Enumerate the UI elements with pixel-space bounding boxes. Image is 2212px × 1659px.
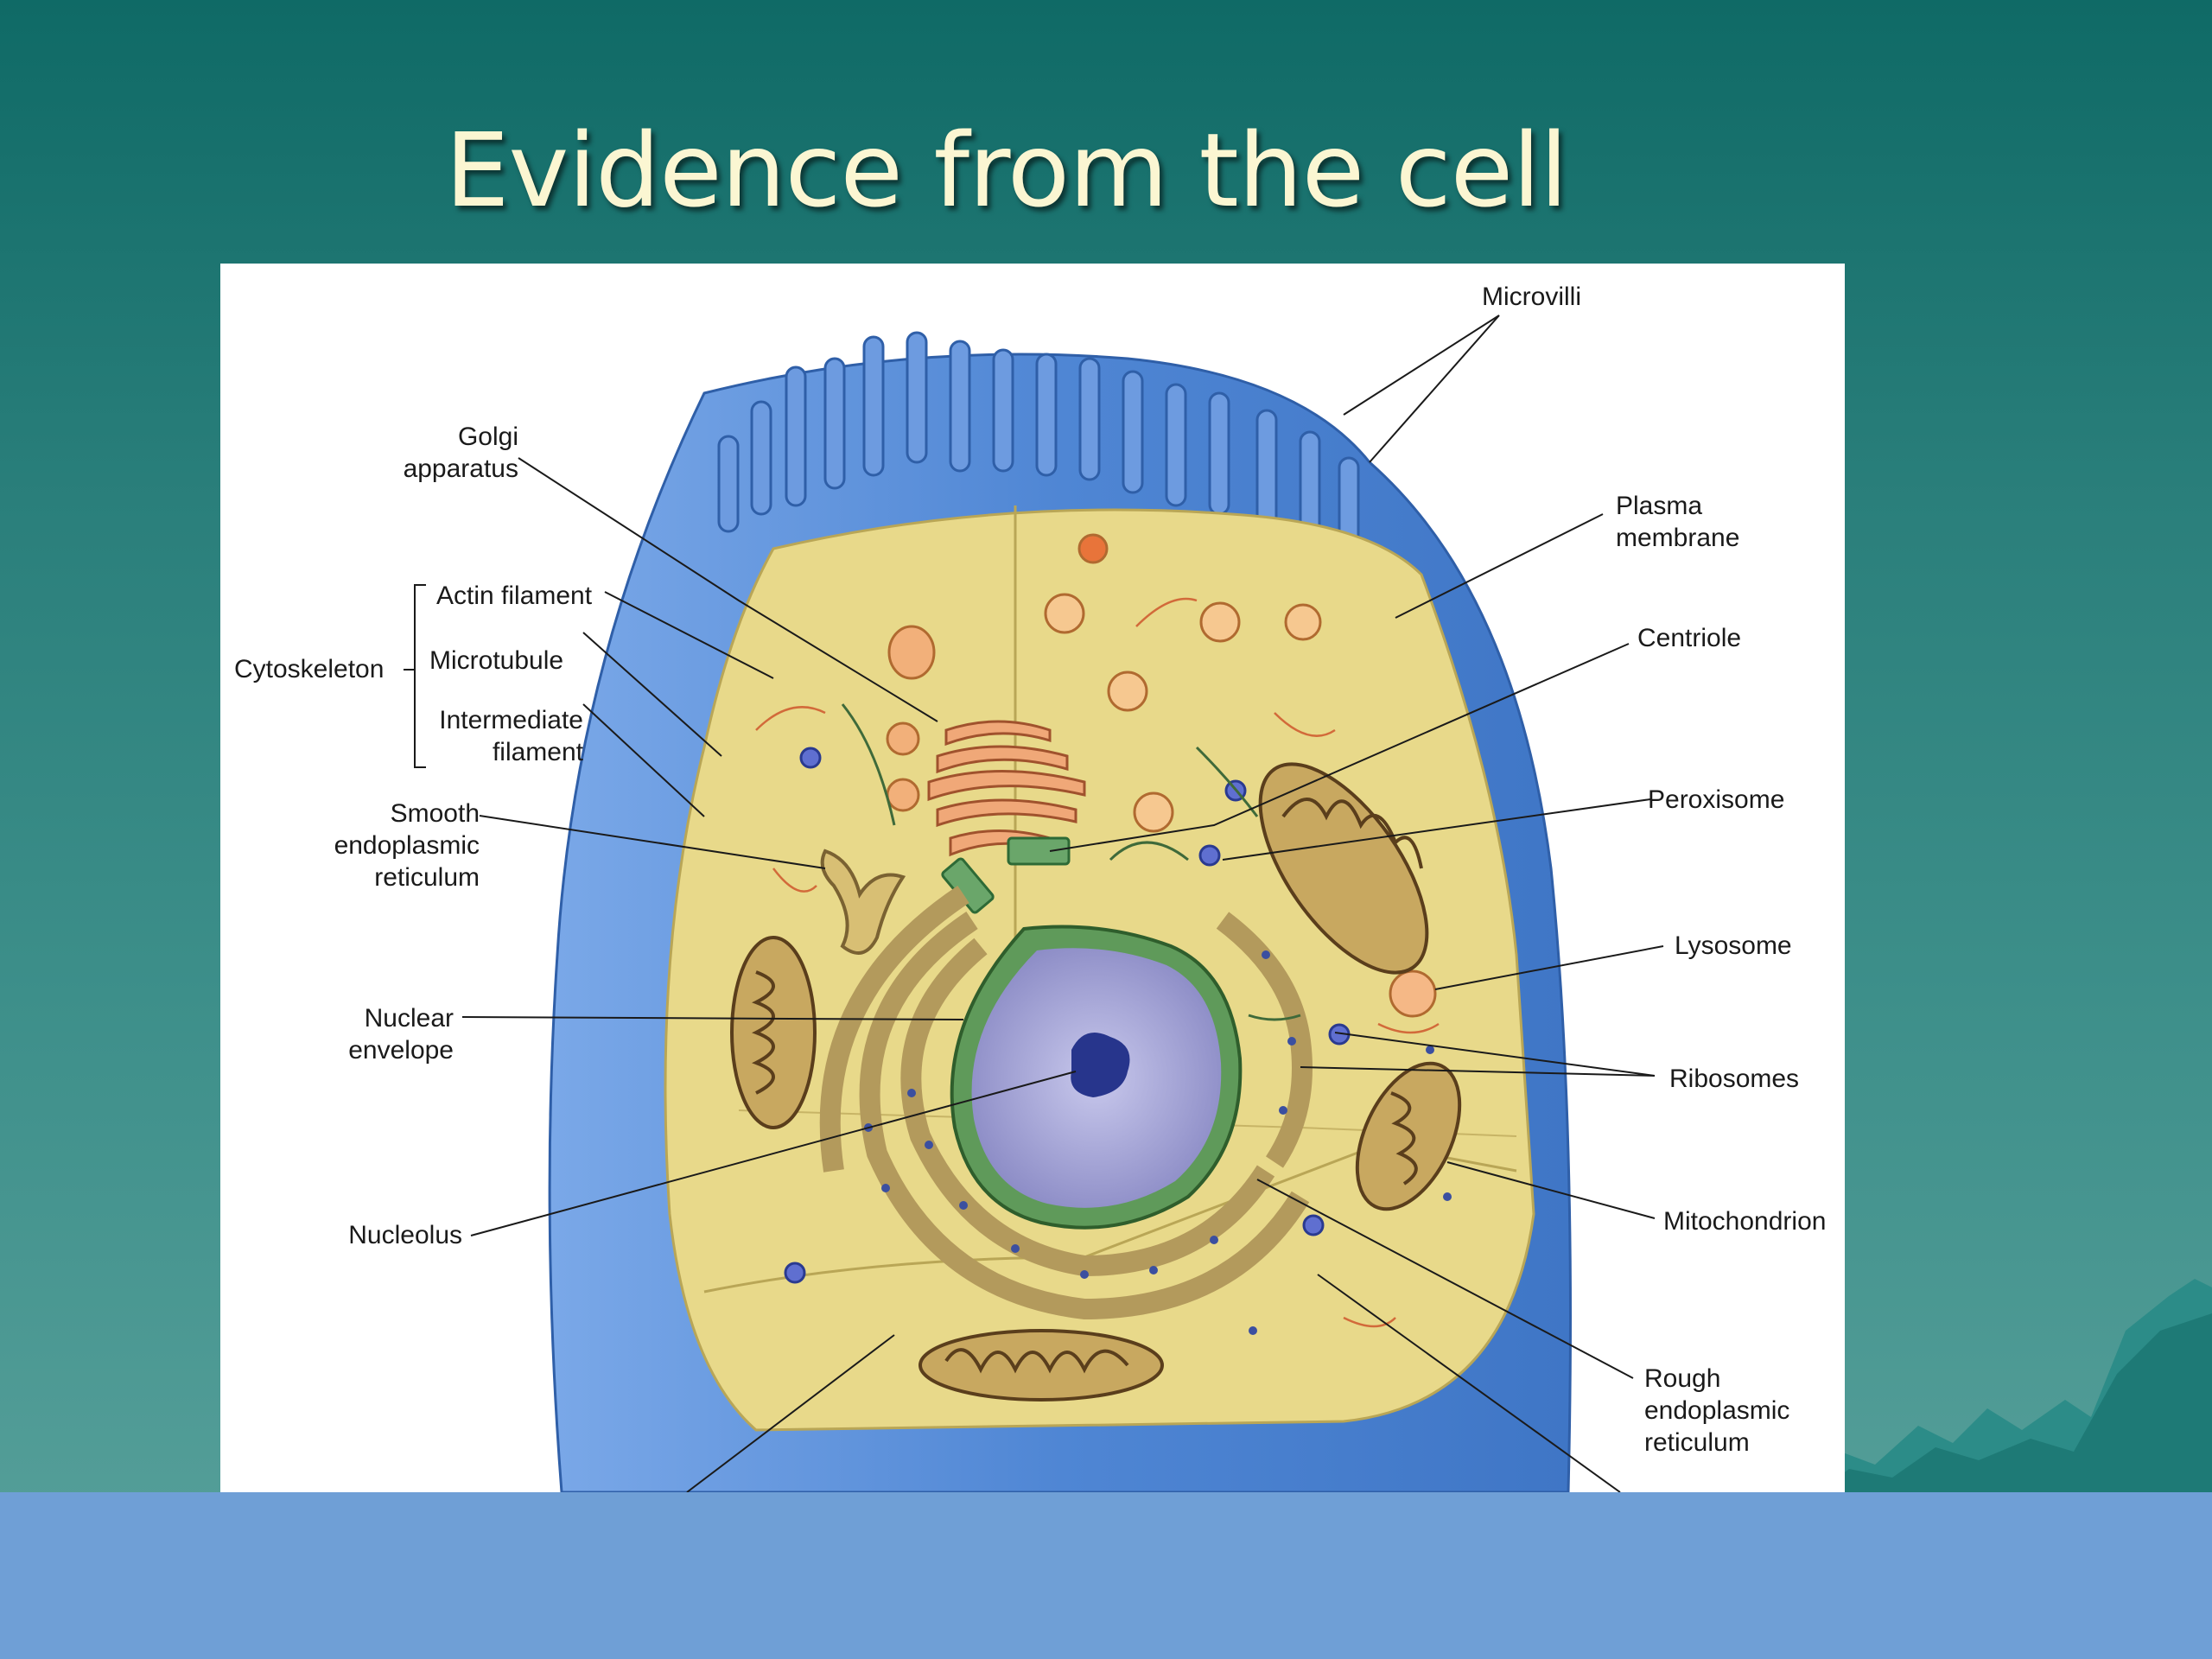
label-rough-er-line1: Rough (1644, 1364, 1721, 1393)
smooth-er (820, 849, 906, 955)
label-microtubule: Microtubule (429, 646, 564, 675)
label-nuclear-envelope-line1: Nuclear (364, 1004, 454, 1033)
label-lysosome: Lysosome (1675, 931, 1792, 960)
vesicles (886, 533, 1437, 1018)
label-cytoskeleton: Cytoskeleton (234, 655, 385, 683)
microtubule-threads (841, 703, 1301, 1021)
nucleolus (1071, 1033, 1130, 1097)
label-mitochondrion: Mitochondrion (1663, 1207, 1827, 1236)
label-ribosomes: Ribosomes (1669, 1065, 1800, 1093)
label-centriole: Centriole (1637, 624, 1742, 652)
label-microvilli: Microvilli (1482, 283, 1581, 311)
label-intermediate-filament-line1: Intermediate (439, 706, 583, 734)
mountain-decoration (1815, 1279, 2212, 1495)
microvilli-group (717, 331, 1360, 572)
label-rough-er-line2: endoplasmic (1644, 1396, 1790, 1425)
mitochondria (730, 762, 1462, 1402)
label-peroxisome: Peroxisome (1648, 785, 1785, 814)
label-rough-er-line3: reticulum (1644, 1428, 1750, 1457)
leader-lines (461, 315, 1664, 1492)
label-smooth-er-line3: reticulum (374, 863, 480, 892)
centrioles (941, 836, 1071, 914)
label-smooth-er-line2: endoplasmic (334, 831, 480, 860)
label-actin-filament: Actin filament (436, 582, 593, 610)
label-golgi-apparatus-line1: Golgi (457, 423, 518, 451)
slide-title: Evidence from the cell (445, 111, 1568, 230)
cytoskeleton-bracket (404, 584, 426, 768)
label-plasma-membrane-line2: membrane (1616, 524, 1740, 552)
label-plasma-membrane-line1: Plasma (1616, 492, 1703, 520)
bottom-band (0, 1492, 2212, 1659)
golgi-apparatus (927, 720, 1086, 857)
cell-diagram (404, 315, 1664, 1492)
diagram-panel: Microvilli Golgi apparatus Plasma membra… (220, 264, 1845, 1492)
cytoskeleton-threads (755, 597, 1440, 1328)
label-nuclear-envelope-line2: envelope (348, 1036, 454, 1065)
label-intermediate-filament-line2: filament (492, 738, 583, 766)
label-smooth-er-line1: Smooth (390, 799, 480, 828)
label-nucleolus: Nucleolus (348, 1221, 462, 1249)
label-golgi-apparatus-line2: apparatus (403, 454, 518, 483)
